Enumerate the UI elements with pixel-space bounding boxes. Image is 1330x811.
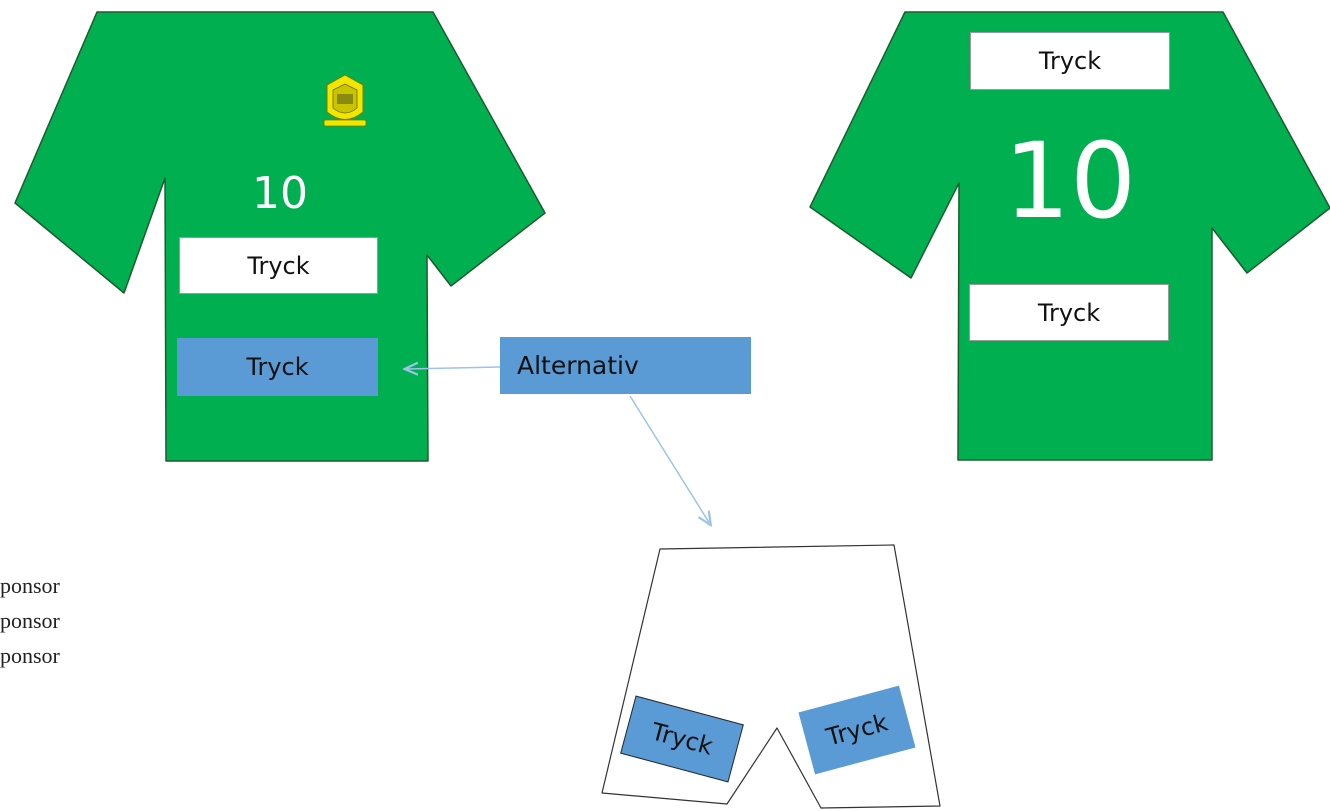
sponsor-item: ponsor bbox=[0, 573, 60, 598]
club-crest-icon bbox=[323, 74, 367, 127]
shorts bbox=[601, 544, 941, 809]
back-shirt-number: 10 bbox=[1003, 120, 1137, 242]
sponsor-item: ponsor bbox=[0, 608, 60, 633]
back-shirt bbox=[809, 11, 1330, 461]
alternativ-callout: Alternativ bbox=[500, 337, 751, 394]
arrow-to-shirt bbox=[406, 367, 501, 369]
front-shirt-print-bottom: Tryck bbox=[177, 338, 378, 396]
front-shirt-print-top: Tryck bbox=[179, 237, 378, 294]
front-shirt bbox=[14, 11, 546, 462]
front-shirt-number: 10 bbox=[252, 168, 308, 219]
sponsor-item: ponsor bbox=[0, 643, 60, 668]
back-shirt-print-bottom: Tryck bbox=[969, 284, 1169, 341]
sponsor-list: ponsor ponsor ponsor bbox=[0, 568, 60, 673]
back-shirt-print-top: Tryck bbox=[970, 32, 1170, 90]
arrow-to-shorts bbox=[629, 395, 710, 524]
